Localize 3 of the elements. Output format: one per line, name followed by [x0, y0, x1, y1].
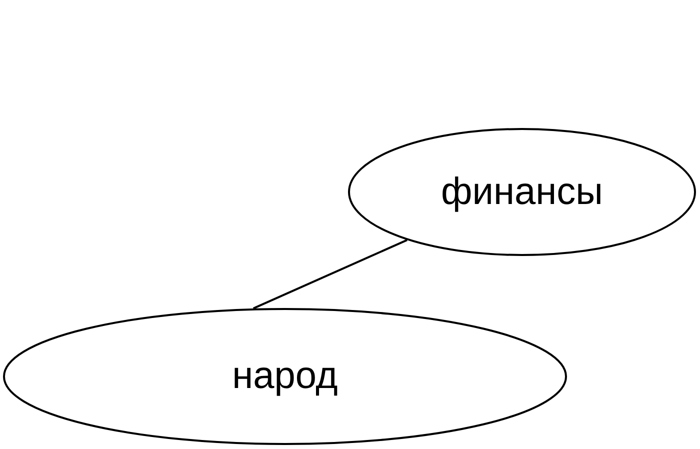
- node-label: народ: [232, 355, 338, 398]
- node-label: финансы: [441, 170, 603, 214]
- connector-line: [252, 239, 408, 310]
